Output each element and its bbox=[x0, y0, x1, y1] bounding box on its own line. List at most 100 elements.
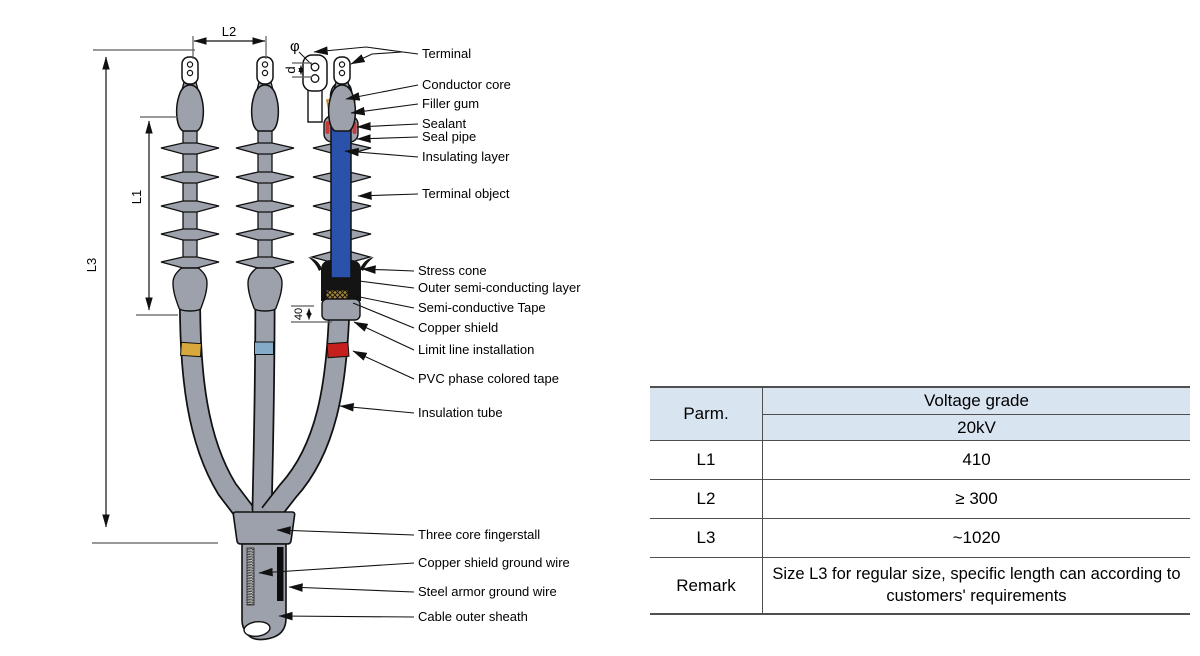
l1-dimension-label: L1 bbox=[129, 190, 144, 204]
left-terminal-lug bbox=[175, 56, 205, 132]
leader-insulation-tube bbox=[339, 403, 415, 414]
param-l3-cell: L3 bbox=[650, 518, 763, 558]
param-l1-cell: L1 bbox=[650, 440, 763, 480]
steel-armor-ground-wire-strip bbox=[277, 547, 284, 601]
label-terminal-object: Terminal object bbox=[422, 186, 510, 201]
label-insulation-tube: Insulation tube bbox=[418, 405, 503, 420]
label-outer-semi-conducting-layer: Outer semi-conducting layer bbox=[418, 280, 581, 295]
leader-stress-cone bbox=[361, 265, 415, 274]
label-copper-shield: Copper shield bbox=[418, 320, 498, 335]
label-conductor-core: Conductor core bbox=[422, 77, 511, 92]
leader-seal-pipe bbox=[356, 134, 419, 143]
leader-copper-shield-ground-wire bbox=[258, 562, 415, 577]
label-pvc-phase-colored-tape: PVC phase colored tape bbox=[418, 371, 559, 386]
lug-hole-top bbox=[310, 62, 320, 72]
table-row: L1 410 bbox=[650, 440, 1190, 480]
label-steel-armor-ground-wire: Steel armor ground wire bbox=[418, 584, 557, 599]
copper-shield-ground-wire-strip bbox=[246, 547, 255, 606]
lug-palm bbox=[302, 54, 328, 92]
table-row: L2 ≥ 300 bbox=[650, 479, 1190, 519]
l2-dimension-label: L2 bbox=[222, 24, 236, 39]
leader-conductor-core bbox=[345, 84, 419, 101]
three-core-fingerstall-body bbox=[232, 511, 296, 545]
dimension-40-label: 40 bbox=[293, 308, 305, 320]
label-stress-cone: Stress cone bbox=[418, 263, 487, 278]
remark-label-cell: Remark bbox=[650, 557, 763, 614]
value-l3-cell: ~1020 bbox=[762, 518, 1190, 558]
stress-cone-horn-left bbox=[308, 257, 322, 271]
middle-bell bbox=[247, 267, 283, 312]
label-insulating-layer: Insulating layer bbox=[422, 149, 510, 164]
phase-tape-blue bbox=[254, 341, 274, 355]
insulating-layer-fill bbox=[330, 121, 352, 279]
leader-lines bbox=[258, 46, 419, 621]
value-l1-cell: 410 bbox=[762, 440, 1190, 480]
l3-dimension-label: L3 bbox=[84, 258, 99, 272]
label-copper-shield-ground-wire: Copper shield ground wire bbox=[418, 555, 570, 570]
termination-right-cutaway bbox=[308, 56, 374, 321]
lug-hole-bottom bbox=[310, 74, 320, 83]
voltage-grade-header-cell: Voltage grade bbox=[762, 387, 1190, 415]
left-shed-2 bbox=[160, 171, 220, 184]
middle-shed-4 bbox=[235, 228, 295, 241]
label-three-core-fingerstall: Three core fingerstall bbox=[418, 527, 540, 542]
phase-tape-red bbox=[326, 341, 350, 359]
cable-branches bbox=[179, 299, 350, 521]
label-filler-gum: Filler gum bbox=[422, 96, 479, 111]
label-sealant: Sealant bbox=[422, 116, 466, 131]
leader-terminal-detail bbox=[313, 46, 419, 55]
param-header-cell: Parm. bbox=[650, 387, 763, 441]
voltage-value-cell: 20kV bbox=[762, 414, 1190, 441]
label-limit-line-installation: Limit line installation bbox=[418, 342, 534, 357]
part-labels: Terminal Conductor core Filler gum Seala… bbox=[418, 46, 581, 624]
spec-table: Parm. Voltage grade 20kV L1 410 L2 ≥ 300… bbox=[650, 386, 1190, 615]
right-terminal-lug bbox=[327, 56, 357, 132]
label-semi-conductive-tape: Semi-conductive Tape bbox=[418, 300, 546, 315]
leader-three-core-fingerstall bbox=[276, 526, 415, 536]
pvc-phase-tapes bbox=[180, 341, 350, 359]
termination-left bbox=[160, 56, 220, 312]
label-cable-outer-sheath: Cable outer sheath bbox=[418, 609, 528, 624]
leader-terminal-lug bbox=[350, 51, 403, 65]
center-branch-tube bbox=[253, 299, 274, 515]
dimension-texts: L2 L1 L3 φ d 40 bbox=[84, 24, 305, 320]
table-row: Remark Size L3 for regular size, specifi… bbox=[650, 557, 1190, 614]
cable-end-opening bbox=[243, 620, 271, 638]
middle-shed-2 bbox=[235, 171, 295, 184]
middle-terminal-lug bbox=[250, 56, 280, 132]
label-seal-pipe: Seal pipe bbox=[422, 129, 476, 144]
param-l2-cell: L2 bbox=[650, 479, 763, 519]
middle-shed-1 bbox=[235, 142, 295, 155]
leader-sealant bbox=[356, 122, 419, 131]
leader-outer-semi-conducting-layer bbox=[358, 280, 415, 289]
leader-terminal-object bbox=[357, 191, 419, 200]
leader-limit-line-installation bbox=[353, 321, 415, 351]
leader-filler-gum bbox=[350, 103, 419, 116]
left-shed-3 bbox=[160, 200, 220, 213]
leader-cable-outer-sheath bbox=[278, 611, 415, 621]
left-shed-5 bbox=[160, 256, 220, 269]
terminal-lug-detail bbox=[302, 54, 328, 123]
d-dimension-label: d bbox=[283, 66, 298, 73]
sealant-left bbox=[325, 121, 330, 134]
middle-shed-5 bbox=[235, 256, 295, 269]
phase-tape-yellow bbox=[180, 341, 202, 358]
bottom-assembly bbox=[232, 511, 296, 641]
left-bell bbox=[172, 267, 208, 312]
phi-dimension-label: φ bbox=[290, 38, 300, 55]
leader-copper-shield bbox=[352, 302, 415, 329]
left-branch-tube bbox=[180, 299, 254, 520]
leader-pvc-phase-colored-tape bbox=[352, 350, 415, 380]
copper-shield-collar bbox=[321, 298, 361, 321]
lug-barrel bbox=[307, 88, 323, 123]
label-terminal: Terminal bbox=[422, 46, 471, 61]
termination-middle bbox=[235, 56, 295, 312]
middle-shed-3 bbox=[235, 200, 295, 213]
dimension-annotations bbox=[92, 36, 332, 544]
table-row: L3 ~1020 bbox=[650, 518, 1190, 558]
left-shed-1 bbox=[160, 142, 220, 155]
remark-text-cell: Size L3 for regular size, specific lengt… bbox=[762, 557, 1190, 614]
leader-steel-armor-ground-wire bbox=[288, 583, 415, 593]
